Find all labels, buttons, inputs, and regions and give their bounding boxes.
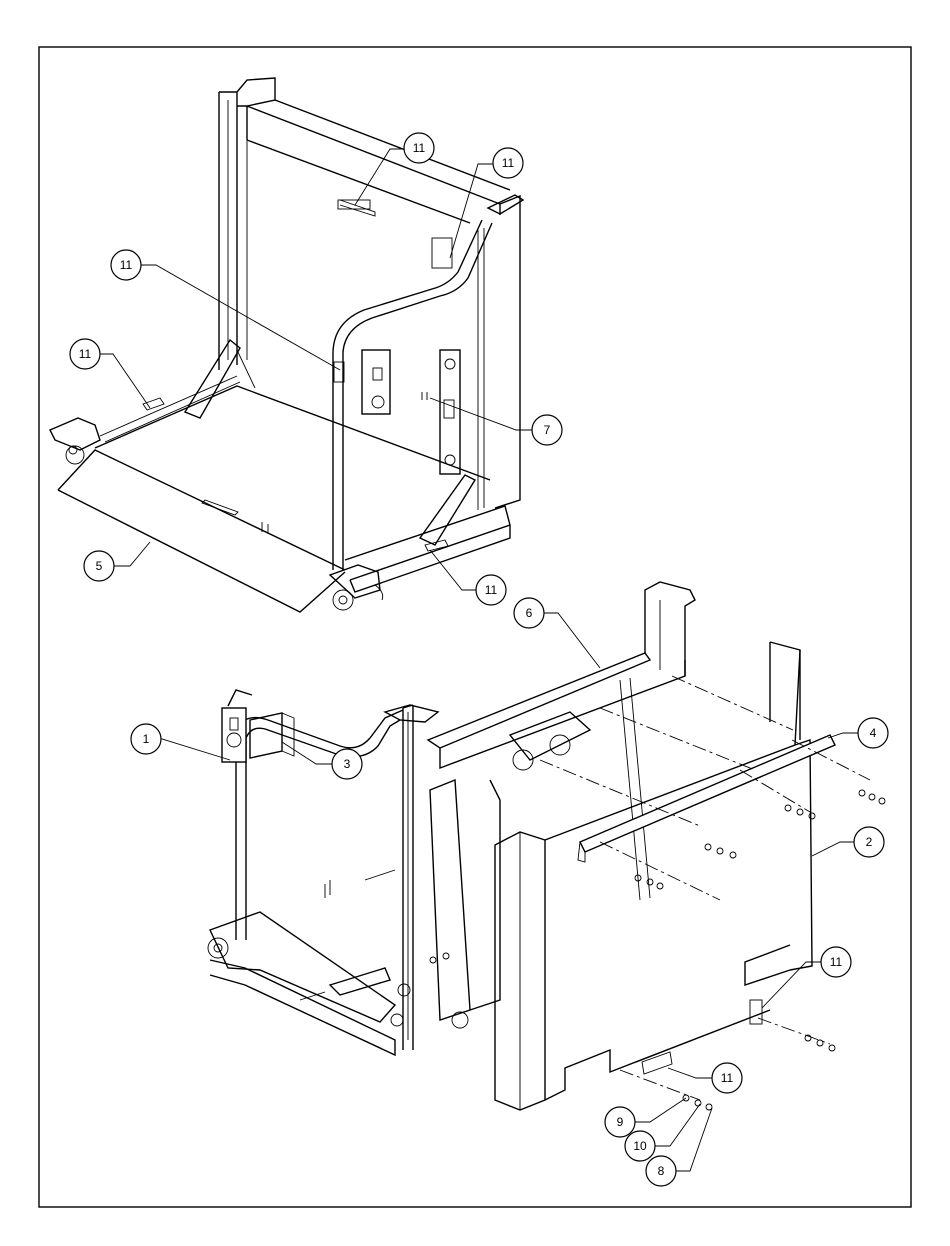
callout-label: 6 <box>526 606 533 620</box>
callout-5: 5 <box>84 551 114 581</box>
callout-1: 1 <box>131 724 161 754</box>
callout-label: 8 <box>658 1164 665 1178</box>
callout-label: 5 <box>96 559 103 573</box>
callout-label: 3 <box>344 757 351 771</box>
callout-11-panel-bottom: 11 <box>712 1063 742 1093</box>
callout-11-top-right: 11 <box>493 148 523 178</box>
callout-4: 4 <box>858 718 888 748</box>
callout-11-left-upper: 11 <box>111 250 141 280</box>
callout-9: 9 <box>605 1107 635 1137</box>
callout-label: 11 <box>413 141 426 155</box>
callout-label: 11 <box>502 156 515 170</box>
callout-11-right-floor: 11 <box>476 575 506 605</box>
callout-11-top-panel: 11 <box>404 133 434 163</box>
leader-lines <box>100 149 858 1171</box>
drawing-border <box>39 47 911 1207</box>
callout-3: 3 <box>332 749 362 779</box>
callout-label: 2 <box>866 835 873 849</box>
callout-label: 11 <box>120 258 133 272</box>
callout-label: 1 <box>143 732 150 746</box>
callout-label: 10 <box>633 1139 647 1153</box>
callout-label: 11 <box>830 955 843 969</box>
callout-label: 4 <box>870 726 877 740</box>
callout-label: 7 <box>544 423 551 437</box>
callout-10: 10 <box>625 1131 655 1161</box>
callout-label: 11 <box>485 583 498 597</box>
callout-11-panel-right: 11 <box>821 947 851 977</box>
upper-lift-assembly <box>50 78 523 612</box>
callout-label: 11 <box>79 347 92 361</box>
callout-11-left-floor: 11 <box>70 339 100 369</box>
lower-lift-assembly <box>208 582 885 1110</box>
callout-label: 9 <box>617 1115 624 1129</box>
callout-6: 6 <box>514 598 544 628</box>
callout-8: 8 <box>646 1156 676 1186</box>
callout-label: 11 <box>721 1071 734 1085</box>
callout-2: 2 <box>854 827 884 857</box>
callout-7: 7 <box>532 415 562 445</box>
